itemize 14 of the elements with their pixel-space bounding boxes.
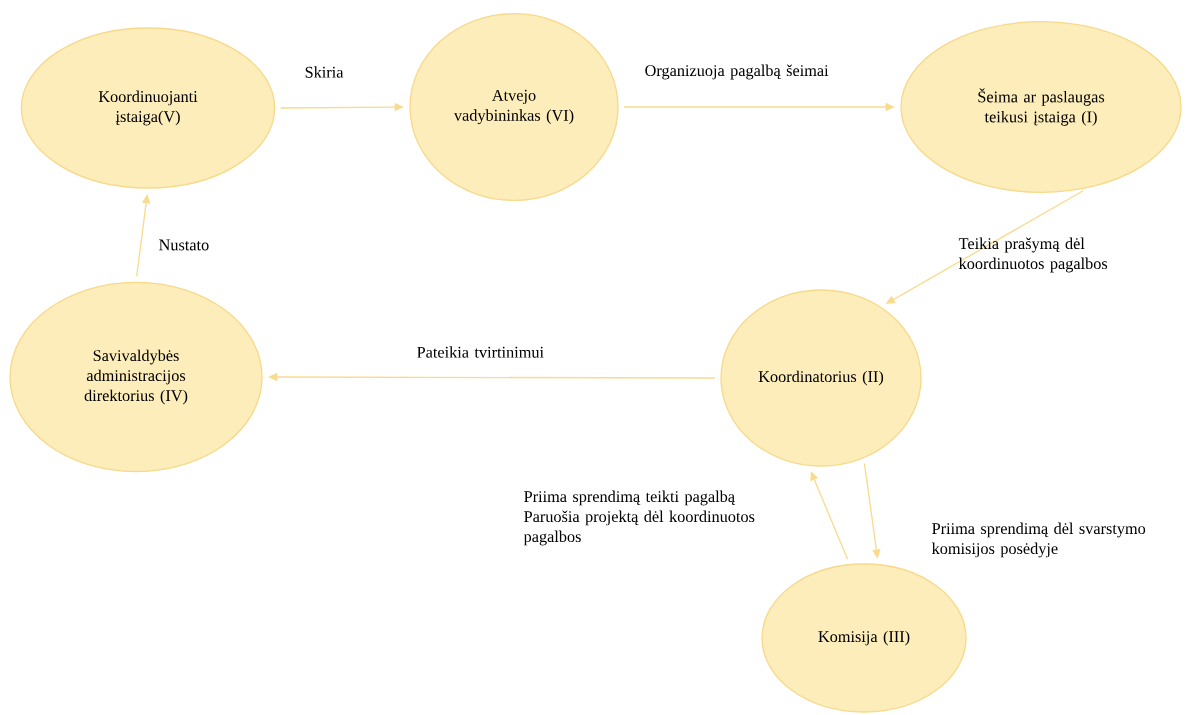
arrow: [810, 471, 849, 560]
edge-label: Teikia prašymą dėl koordinuotos pagalbos: [958, 237, 1108, 273]
edge-label: Pateikia tvirtinimui: [417, 346, 544, 358]
ellipse-node: Koordinuojanti įstaiga(V): [20, 27, 276, 189]
ellipse-node: Savivaldybės administracijos direktorius (IV): [9, 281, 263, 473]
ellipse-node: Atvejo vadybininkas (VI): [409, 13, 619, 201]
ellipse-node: Šeima ar paslaugas teikusi įstaiga (I): [900, 21, 1182, 193]
edge-label: Organizuoja pagalbą šeimai: [645, 64, 829, 80]
edge-label: Priima sprendimą dėl svarstymo komisijos posėdyje: [931, 522, 1146, 558]
edge-label: Priima sprendimą teikti pagalbą Paruošia projektą dėl koordinuotos pagalbos: [523, 490, 755, 546]
edge-label: Nustato: [159, 239, 209, 251]
ellipse-node: Koordinatorius (II): [720, 289, 922, 467]
ellipse-node: Komisija (III): [761, 563, 967, 713]
edge-label: Skiria: [305, 66, 344, 78]
